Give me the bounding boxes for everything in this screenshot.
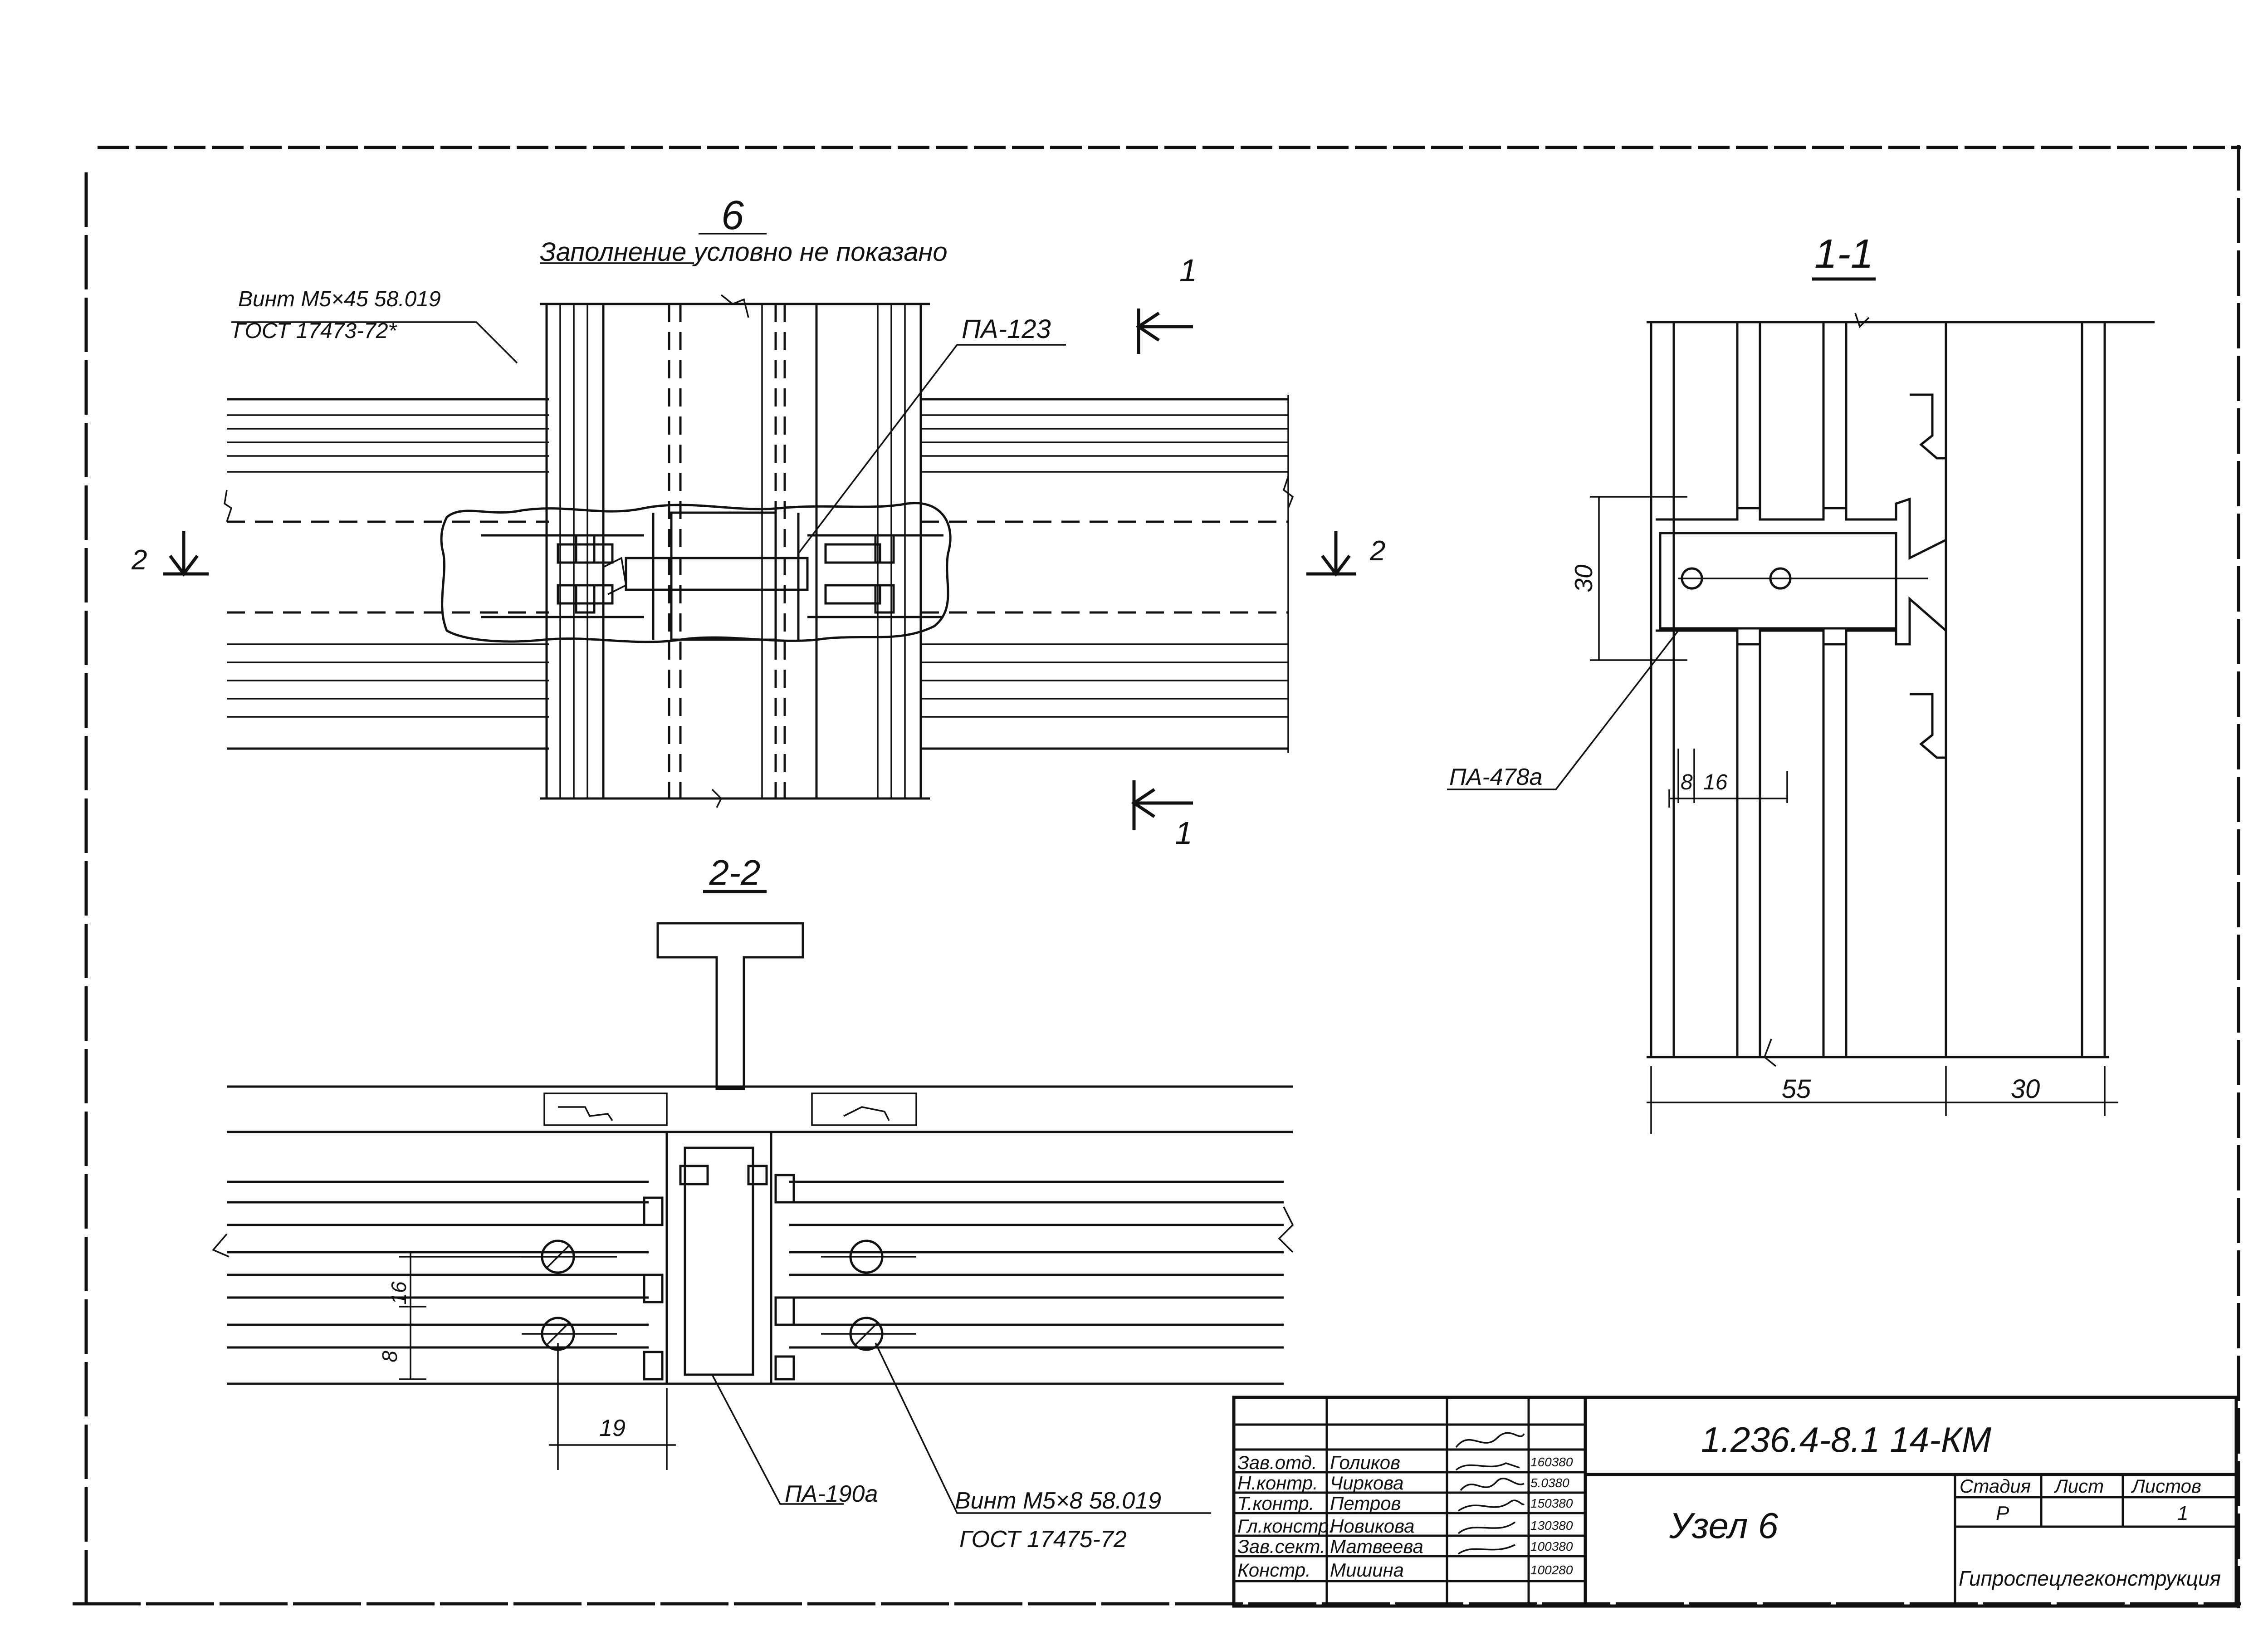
pa478-leader <box>1447 630 1679 790</box>
row-name: Новикова <box>1330 1515 1415 1537</box>
row-role: Гл.констр. <box>1237 1515 1334 1537</box>
detail-note: Заполнение условно не показано <box>540 237 948 267</box>
row-date: 100280 <box>1530 1563 1573 1577</box>
screw-top-leader <box>231 321 518 364</box>
row-role: Зав.отд. <box>1237 1452 1317 1473</box>
screw-bottom-spec-line1: Винт М5×8 58.019 <box>955 1488 1161 1514</box>
signature-2 <box>1455 1462 1520 1471</box>
dim-19: 19 <box>599 1415 626 1441</box>
row-name: Голиков <box>1330 1452 1400 1473</box>
sheet-name: Узел 6 <box>1669 1505 1779 1546</box>
row-name: Матвеева <box>1330 1536 1423 1557</box>
cut-marker-2-left <box>163 531 209 577</box>
cut-marker-1-top <box>1135 309 1193 354</box>
sheets-label: Листов <box>2131 1475 2201 1497</box>
cut1-bottom-label: 1 <box>1175 815 1193 851</box>
title-block <box>1232 1396 2239 1608</box>
cut2-left-label: 2 <box>131 544 147 576</box>
section-2-2-title: 2-2 <box>709 852 761 892</box>
detail-view-6 <box>163 233 1356 830</box>
section-2-2-profiles <box>212 1132 1294 1385</box>
screw-bottom-spec-line2: ГОСТ 17475-72 <box>959 1526 1127 1553</box>
dim-30-vertical: 30 <box>1569 564 1598 593</box>
screw-bottom-leader <box>875 1342 1211 1514</box>
row-name: Мишина <box>1330 1559 1404 1581</box>
sheet-label: Лист <box>2053 1475 2104 1497</box>
pa190-label: ПА-190а <box>785 1481 878 1507</box>
signature-3 <box>1460 1478 1525 1491</box>
signature-4 <box>1458 1499 1525 1512</box>
annotations: 6 Заполнение условно не показано Винт М5… <box>131 193 2221 1590</box>
row-name: Чиркова <box>1330 1472 1404 1494</box>
detail-title: 6 <box>721 193 744 238</box>
stage-label: Стадия <box>1960 1475 2031 1497</box>
horizontal-member-right <box>921 395 1294 753</box>
horizontal-member-left <box>224 398 549 750</box>
pa478-label: ПА-478а <box>1449 764 1542 790</box>
cut-marker-1-bottom <box>1131 780 1193 830</box>
row-role: Констр. <box>1237 1559 1311 1581</box>
approval-rows: Зав.отд. Голиков 160380 Н.контр. Чиркова… <box>1237 1452 1573 1581</box>
stage-value: Р <box>1996 1502 2009 1524</box>
vertical-mullion <box>540 294 930 808</box>
row-role: Т.контр. <box>1237 1493 1314 1514</box>
dim-8: 8 <box>1681 770 1693 794</box>
cut2-right-label: 2 <box>1369 535 1385 567</box>
signature-5 <box>1457 1521 1516 1534</box>
row-date: 100380 <box>1530 1539 1573 1553</box>
pa190-leader <box>711 1374 844 1505</box>
row-date: 130380 <box>1530 1518 1573 1533</box>
section-2-2 <box>212 890 1294 1514</box>
row-name: Петров <box>1330 1493 1401 1514</box>
pa123-leader <box>797 344 1066 554</box>
signature-6 <box>1457 1544 1515 1555</box>
dim-8-vertical: 8 <box>378 1351 401 1362</box>
row-date: 150380 <box>1530 1496 1573 1510</box>
dim-16: 16 <box>1703 770 1728 794</box>
section-1-1 <box>1447 277 2155 1134</box>
row-role: Н.контр. <box>1237 1472 1318 1494</box>
pa123-label: ПА-123 <box>962 314 1051 344</box>
row-date: 160380 <box>1530 1455 1573 1469</box>
document-code: 1.236.4-8.1 14-КМ <box>1701 1420 1991 1460</box>
row-date: 5.0380 <box>1530 1476 1569 1490</box>
cut-marker-2-right <box>1306 531 1356 577</box>
section-1-1-title: 1-1 <box>1814 231 1873 277</box>
screw-top-spec-line2: ГОСТ 17473-72* <box>234 319 397 343</box>
organization: Гипроспецлегконструкция <box>1959 1567 2221 1590</box>
sheet-frame <box>73 145 2241 1608</box>
dim-30-horizontal: 30 <box>2011 1074 2040 1104</box>
sheets-value: 1 <box>2177 1502 2188 1524</box>
signature-1 <box>1455 1432 1525 1448</box>
cut1-top-label: 1 <box>1179 253 1197 288</box>
dim-55: 55 <box>1782 1074 1811 1104</box>
screw-top-spec-line1: Винт М5×45 58.019 <box>238 287 441 311</box>
cutaway-region <box>440 502 952 643</box>
dim-16-vertical: 16 <box>387 1281 411 1305</box>
row-role: Зав.сект. <box>1237 1536 1325 1557</box>
